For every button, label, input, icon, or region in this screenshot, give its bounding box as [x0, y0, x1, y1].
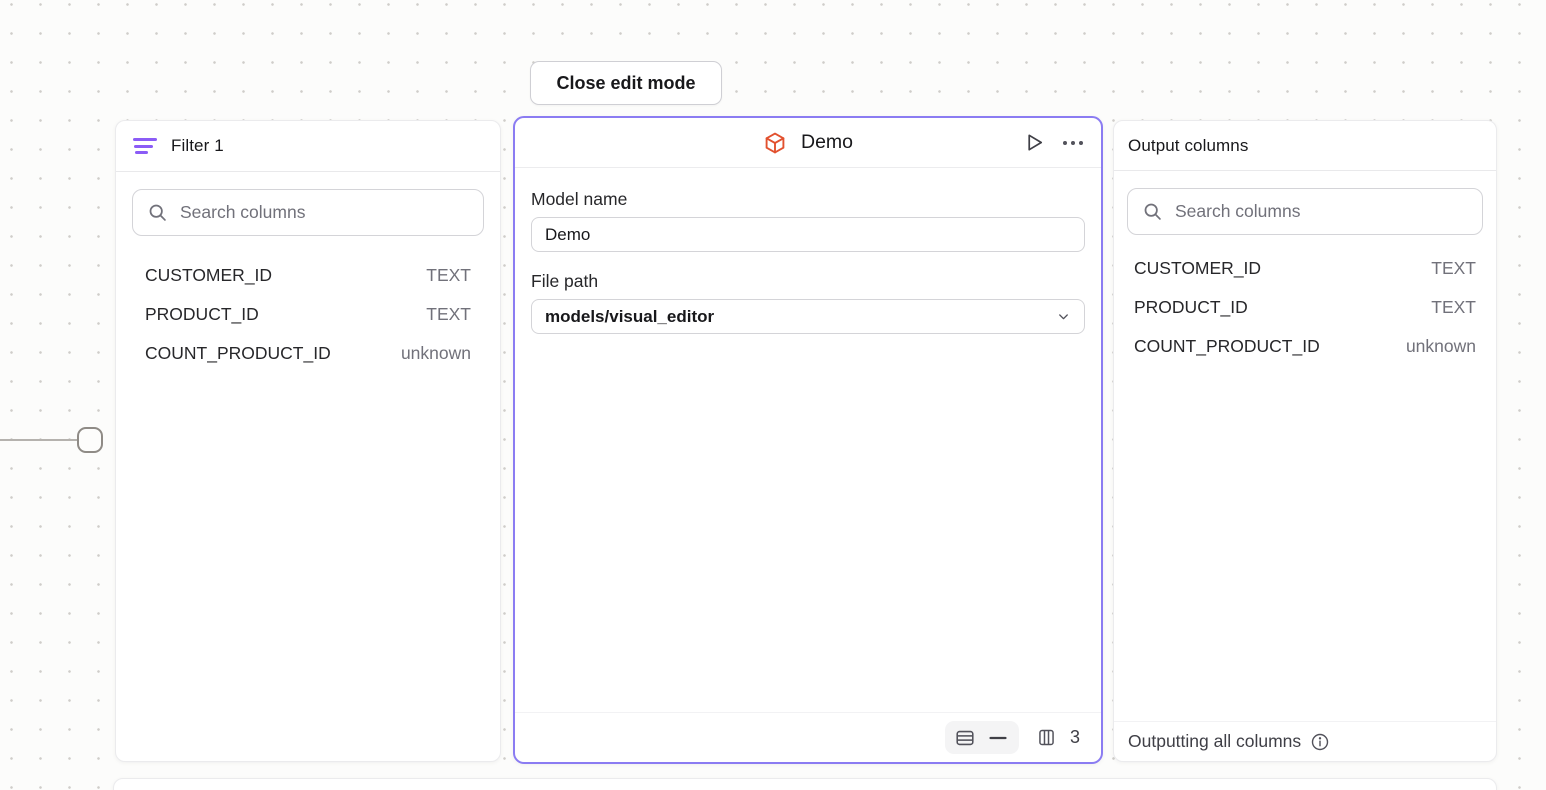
- model-name-label: Model name: [531, 189, 1085, 210]
- play-icon: [1023, 131, 1046, 154]
- output-panel-title: Output columns: [1128, 136, 1248, 156]
- output-panel-header: Output columns: [1114, 121, 1496, 171]
- chevron-down-icon: [1056, 309, 1071, 324]
- more-options-button[interactable]: [1062, 140, 1084, 146]
- edge-connector-port[interactable]: [77, 427, 103, 453]
- column-row: COUNT_PRODUCT_ID unknown: [145, 334, 471, 373]
- columns-view-button[interactable]: [1036, 727, 1057, 748]
- model-panel-header: Demo: [515, 118, 1101, 168]
- collapse-button[interactable]: [985, 724, 1012, 751]
- column-count-label: 3: [1070, 727, 1080, 748]
- close-edit-mode-button[interactable]: Close edit mode: [530, 61, 722, 105]
- column-type: unknown: [401, 343, 471, 364]
- filter-panel-header: Filter 1: [116, 121, 500, 172]
- column-row: PRODUCT_ID TEXT: [145, 295, 471, 334]
- file-path-select[interactable]: models/visual_editor: [531, 299, 1085, 334]
- column-row: PRODUCT_ID TEXT: [1134, 288, 1476, 327]
- ellipsis-icon: [1062, 140, 1084, 146]
- output-search-box: [1127, 188, 1483, 235]
- run-model-button[interactable]: [1023, 131, 1046, 154]
- filter-node-panel: Filter 1 CUSTOMER_ID TEXT PRODUCT_ID TEX…: [115, 120, 501, 762]
- column-name: PRODUCT_ID: [145, 304, 259, 325]
- table-columns-icon: [1036, 727, 1057, 748]
- table-rows-icon: [954, 727, 976, 749]
- column-row: COUNT_PRODUCT_ID unknown: [1134, 327, 1476, 366]
- model-cube-icon: [763, 131, 787, 155]
- minus-icon: [989, 736, 1007, 740]
- model-name-input[interactable]: [531, 217, 1085, 252]
- file-path-value: models/visual_editor: [545, 307, 714, 327]
- column-type: TEXT: [426, 265, 471, 286]
- output-panel-footer: Outputting all columns: [1114, 721, 1496, 761]
- model-panel-title: Demo: [801, 131, 853, 154]
- column-name: COUNT_PRODUCT_ID: [145, 343, 331, 364]
- view-toggle-group: [945, 721, 1019, 754]
- column-type: TEXT: [426, 304, 471, 325]
- search-icon: [1142, 201, 1163, 222]
- filter-panel-title: Filter 1: [171, 136, 224, 156]
- column-name: CUSTOMER_ID: [145, 265, 272, 286]
- search-icon: [147, 202, 168, 223]
- column-type: TEXT: [1431, 258, 1476, 279]
- column-row: CUSTOMER_ID TEXT: [145, 256, 471, 295]
- output-columns-panel: Output columns CUSTOMER_ID TEXT PRODUCT_…: [1113, 120, 1497, 762]
- column-name: COUNT_PRODUCT_ID: [1134, 336, 1320, 357]
- filter-search-input[interactable]: [180, 202, 469, 223]
- column-type: TEXT: [1431, 297, 1476, 318]
- info-icon[interactable]: [1310, 732, 1330, 752]
- column-name: CUSTOMER_ID: [1134, 258, 1261, 279]
- file-path-label: File path: [531, 271, 1085, 292]
- model-node-panel-selected: Demo Model name File path models/visual_…: [513, 116, 1103, 764]
- output-footer-text: Outputting all columns: [1128, 731, 1301, 752]
- rows-view-button[interactable]: [952, 724, 979, 751]
- column-name: PRODUCT_ID: [1134, 297, 1248, 318]
- output-search-input[interactable]: [1175, 201, 1468, 222]
- column-row: CUSTOMER_ID TEXT: [1134, 249, 1476, 288]
- filter-search-box: [132, 189, 484, 236]
- filter-column-list: CUSTOMER_ID TEXT PRODUCT_ID TEXT COUNT_P…: [132, 256, 484, 373]
- column-type: unknown: [1406, 336, 1476, 357]
- model-panel-footer: 3: [515, 712, 1101, 762]
- filter-icon: [133, 138, 157, 154]
- bottom-node-panel-partial: [113, 778, 1497, 790]
- edge-connector-line: [0, 439, 79, 441]
- output-column-list: CUSTOMER_ID TEXT PRODUCT_ID TEXT COUNT_P…: [1127, 249, 1483, 366]
